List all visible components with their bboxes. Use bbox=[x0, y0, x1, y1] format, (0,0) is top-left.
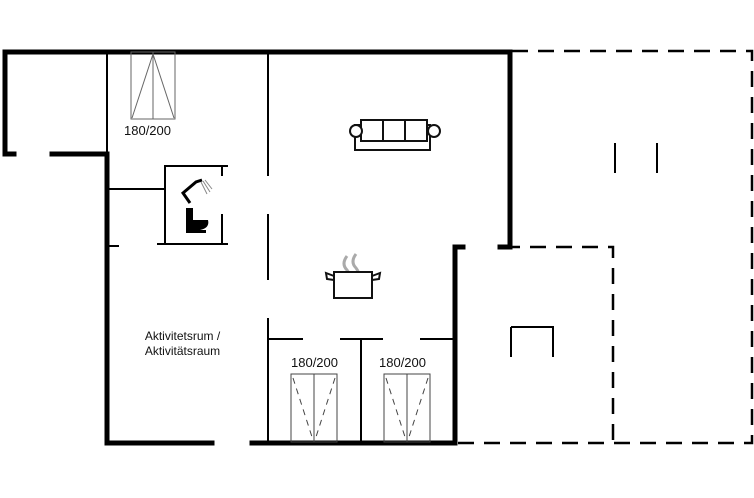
exterior-walls bbox=[2, 49, 513, 446]
bed-icon bbox=[383, 373, 431, 443]
bed-icon bbox=[290, 373, 338, 443]
terrace-outline bbox=[455, 49, 754, 445]
interior-walls bbox=[106, 52, 554, 443]
toilet-icon bbox=[186, 208, 209, 233]
bed-size-label: 180/200 bbox=[291, 355, 338, 370]
shower-icon bbox=[180, 178, 213, 204]
room-label-activity: Aktivitetsrum / Aktivitätsraum bbox=[130, 329, 235, 359]
terrace-markers bbox=[614, 143, 658, 173]
sofa-icon bbox=[349, 119, 441, 151]
cooking-pot-icon bbox=[324, 253, 382, 299]
room-label-line1: Aktivitetsrum / bbox=[144, 329, 221, 343]
bed-size-label: 180/200 bbox=[124, 123, 171, 138]
room-label-line2: Aktivitätsraum bbox=[144, 344, 221, 358]
bed-icon bbox=[130, 51, 176, 120]
bed-size-label: 180/200 bbox=[379, 355, 426, 370]
